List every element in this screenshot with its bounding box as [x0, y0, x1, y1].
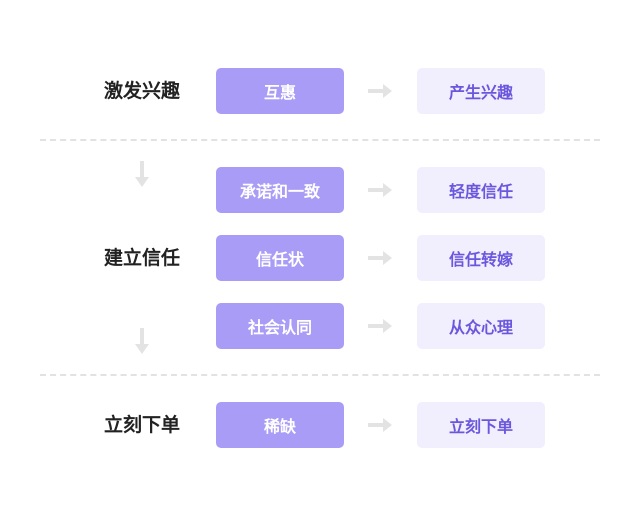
- stage-label-order: 立刻下单: [104, 414, 181, 436]
- divider: [40, 374, 600, 376]
- tactic-box-scarcity: 稀缺: [216, 402, 344, 448]
- result-box-order: 立刻下单: [417, 402, 545, 448]
- arrow-right-icon: [368, 183, 392, 197]
- tactic-box-social-proof: 社会认同: [216, 303, 344, 349]
- stage-label-trust: 建立信任: [104, 247, 181, 269]
- result-box-trust-transfer: 信任转嫁: [417, 235, 545, 281]
- arrow-right-icon: [368, 251, 392, 265]
- arrow-right-icon: [368, 84, 392, 98]
- tactic-box-credential: 信任状: [216, 235, 344, 281]
- tactic-box-reciprocity: 互惠: [216, 68, 344, 114]
- arrow-right-icon: [368, 418, 392, 432]
- arrow-down-icon: [135, 328, 149, 354]
- tactic-box-commitment: 承诺和一致: [216, 167, 344, 213]
- result-box-interest: 产生兴趣: [417, 68, 545, 114]
- stage-label-interest: 激发兴趣: [104, 80, 181, 102]
- divider: [40, 139, 600, 141]
- arrow-right-icon: [368, 319, 392, 333]
- result-box-herd: 从众心理: [417, 303, 545, 349]
- arrow-down-icon: [135, 161, 149, 187]
- result-box-light-trust: 轻度信任: [417, 167, 545, 213]
